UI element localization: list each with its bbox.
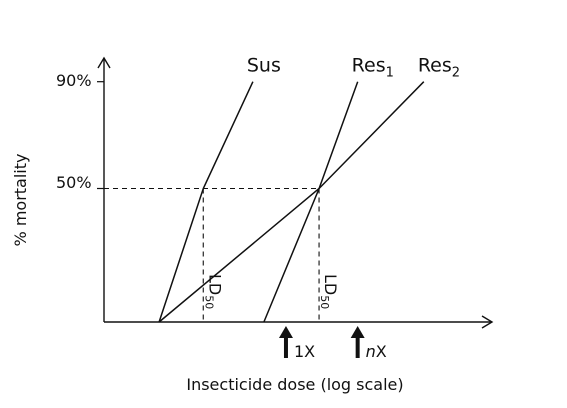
y-tick-label-50: 50%	[56, 173, 92, 192]
series-label-3: Res2	[418, 55, 460, 81]
ld50-label-subscript: 50	[202, 295, 215, 309]
dose-marker-text: X	[376, 342, 387, 361]
series-label-subscript: 1	[386, 66, 394, 81]
dose-marker-label-1: 1X	[294, 342, 315, 361]
y-axis-arrowhead	[97, 56, 111, 69]
series-lines	[158, 81, 425, 323]
series-label-name: Res	[418, 55, 452, 77]
labels: 90% 50% % mortality Insecticide dose (lo…	[11, 71, 404, 394]
dose-marker-italic-prefix: n	[366, 342, 376, 361]
ld50-label-2: LD50	[318, 274, 340, 309]
dose-marker-arrow-head-2	[350, 326, 365, 338]
x-axis-arrowhead	[481, 315, 494, 329]
ld50-label-subscript: 50	[318, 295, 331, 309]
axes	[97, 56, 494, 329]
y-tick-label-90: 90%	[56, 71, 92, 90]
x-axis-label: Insecticide dose (log scale)	[186, 375, 403, 394]
ld50-label-1: LD50	[202, 274, 224, 309]
dose-marker-arrow-head-1	[278, 326, 293, 338]
series-line-3	[158, 81, 425, 323]
ld50-label-text: LD	[321, 274, 340, 295]
series-label-2: Res1	[352, 55, 394, 81]
dose-marker-text: 1X	[294, 342, 315, 361]
series-label-subscript: 2	[452, 66, 460, 81]
ld50-guides	[104, 187, 320, 322]
series-label-1: Sus	[247, 55, 281, 77]
series-line-1	[158, 81, 254, 323]
series-label-name: Res	[352, 55, 386, 77]
ld50-label-text: LD	[205, 274, 224, 295]
dose-marker-label-2: nX	[366, 342, 387, 361]
y-axis-label: % mortality	[11, 154, 30, 247]
dose-markers: 1X nX	[278, 326, 387, 361]
series-label-name: Sus	[247, 55, 281, 77]
series-line-2	[263, 81, 359, 323]
